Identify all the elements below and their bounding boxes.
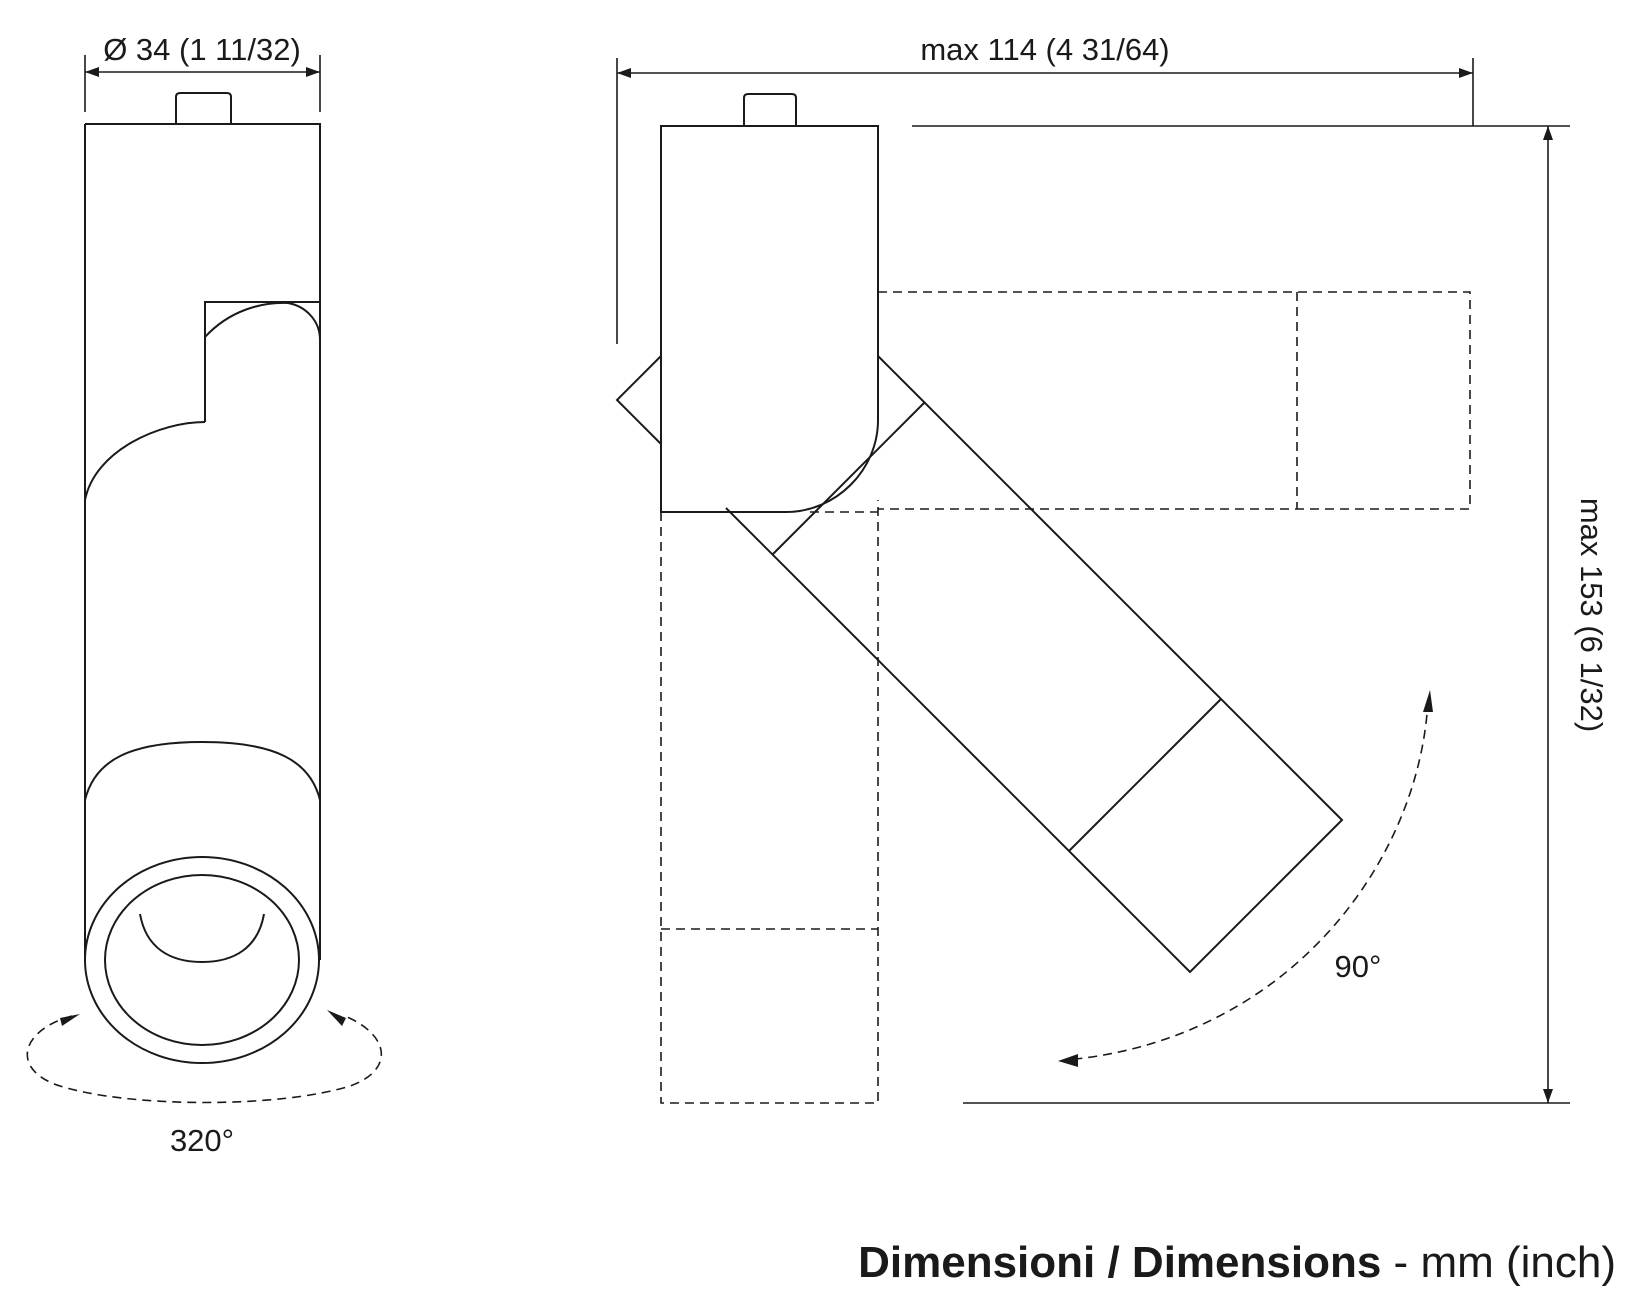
caption-unit: mm (inch) (1420, 1238, 1616, 1287)
rotation-label: 320° (170, 1123, 234, 1158)
front-view: Ø 34 (1 11/32) 320° (26, 32, 383, 1158)
tilt-label: 90° (1335, 949, 1382, 984)
dimensions-caption: Dimensioni / Dimensions - mm (inch) (858, 1238, 1616, 1288)
max-width-label: max 114 (4 31/64) (920, 32, 1169, 67)
caption-separator: - (1381, 1238, 1421, 1287)
side-view: max 114 (4 31/64) max 153 (6 1/32) 90° (615, 32, 1609, 1104)
max-height-label: max 153 (6 1/32) (1574, 498, 1609, 732)
diameter-label: Ø 34 (1 11/32) (103, 32, 301, 67)
caption-bold: Dimensioni / Dimensions (858, 1238, 1382, 1287)
